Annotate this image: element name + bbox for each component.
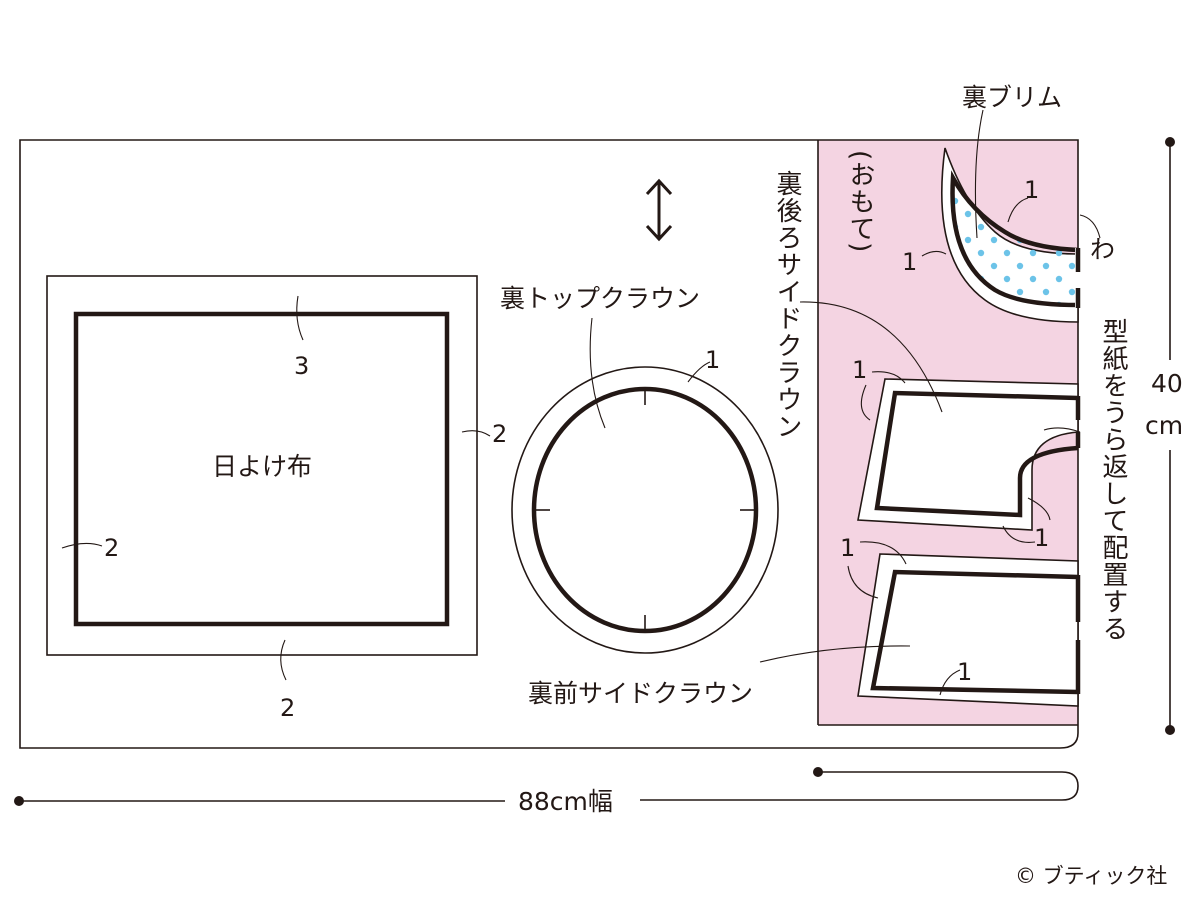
sunshade-piece: 日よけ布 3 2 2 2 [46, 275, 507, 722]
width-dimension: 88cm幅 [14, 787, 613, 816]
svg-text:2: 2 [104, 534, 119, 562]
svg-text:2: 2 [492, 420, 507, 448]
fold-label: わ [1090, 235, 1115, 264]
svg-text:1: 1 [1024, 176, 1039, 204]
svg-text:cm: cm [1145, 411, 1183, 440]
height-dimension: 40 cm [1145, 137, 1183, 735]
svg-text:3: 3 [294, 352, 309, 380]
svg-text:1: 1 [852, 356, 867, 384]
dimension-dot [813, 767, 823, 777]
svg-text:1: 1 [840, 534, 855, 562]
fabric-outline [19, 139, 1079, 749]
svg-text:88cm幅: 88cm幅 [518, 787, 613, 816]
brim-piece: 裏ブリム 1 1 わ [902, 83, 1115, 323]
svg-text:裏前サイドクラウン: 裏前サイドクラウン [528, 679, 753, 708]
grain-arrow-icon [645, 178, 673, 242]
svg-text:1: 1 [705, 346, 720, 374]
fold-return-line [640, 771, 1079, 801]
svg-text:裏トップクラウン: 裏トップクラウン [500, 284, 700, 313]
svg-text:2: 2 [280, 694, 295, 722]
svg-text:1: 1 [1034, 524, 1049, 552]
back-side-crown-label: 裏後ろサイドクラウン [772, 170, 802, 440]
face-side-note: (おもて) [845, 150, 875, 253]
flip-pattern-note: 型紙をうら返して配置する [1098, 318, 1128, 642]
svg-text:40: 40 [1151, 369, 1183, 398]
svg-text:裏ブリム: 裏ブリム [962, 83, 1062, 112]
back-side-crown-piece: 1 1 [799, 301, 1081, 552]
svg-text:1: 1 [957, 658, 972, 686]
top-crown-piece: 裏トップクラウン 1 [500, 284, 779, 654]
svg-text:1: 1 [902, 248, 917, 276]
front-side-crown-piece: 裏前サイドクラウン 1 1 [528, 534, 1081, 708]
credit: © ブティック社 [1015, 864, 1167, 888]
sunshade-label: 日よけ布 [212, 452, 312, 481]
